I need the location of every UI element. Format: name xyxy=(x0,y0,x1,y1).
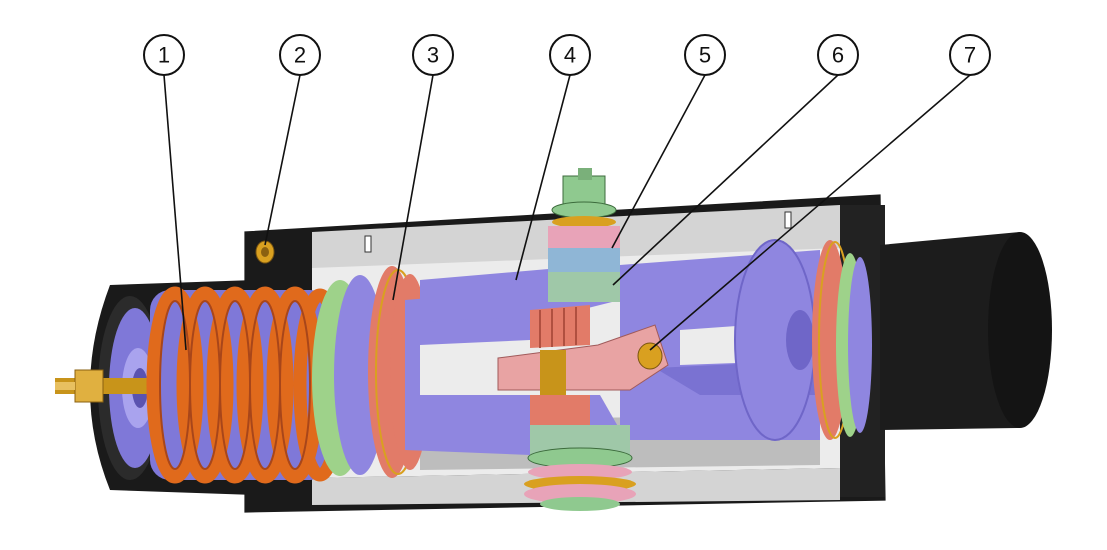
adjusting-screw xyxy=(55,369,165,403)
callout-4: 4 xyxy=(549,34,591,76)
callout-label: 1 xyxy=(158,43,170,68)
leader-line-3 xyxy=(392,74,434,301)
callout-3: 3 xyxy=(412,34,454,76)
callout-label: 2 xyxy=(294,43,306,68)
callout-6: 6 xyxy=(817,34,859,76)
leader-line-6 xyxy=(612,74,839,286)
leader-line-2 xyxy=(264,74,301,246)
vent-screw xyxy=(255,240,275,264)
pinion-shaft xyxy=(524,168,636,511)
callout-5: 5 xyxy=(684,34,726,76)
leader-line-7 xyxy=(649,74,971,351)
callout-7: 7 xyxy=(949,34,991,76)
callout-label: 4 xyxy=(564,43,576,68)
right-end-cap xyxy=(880,232,1052,430)
callout-label: 6 xyxy=(832,43,844,68)
leader-line-1 xyxy=(163,74,187,351)
leader-line-5 xyxy=(611,74,706,249)
right-piston xyxy=(620,239,872,441)
return-spring xyxy=(146,286,347,484)
leader-lines xyxy=(163,74,971,351)
yoke xyxy=(497,324,669,395)
callout-label: 3 xyxy=(427,43,439,68)
callout-label: 5 xyxy=(699,43,711,68)
leader-line-4 xyxy=(515,74,571,281)
callout-1: 1 xyxy=(143,34,185,76)
callout-label: 7 xyxy=(964,43,976,68)
callout-2: 2 xyxy=(279,34,321,76)
